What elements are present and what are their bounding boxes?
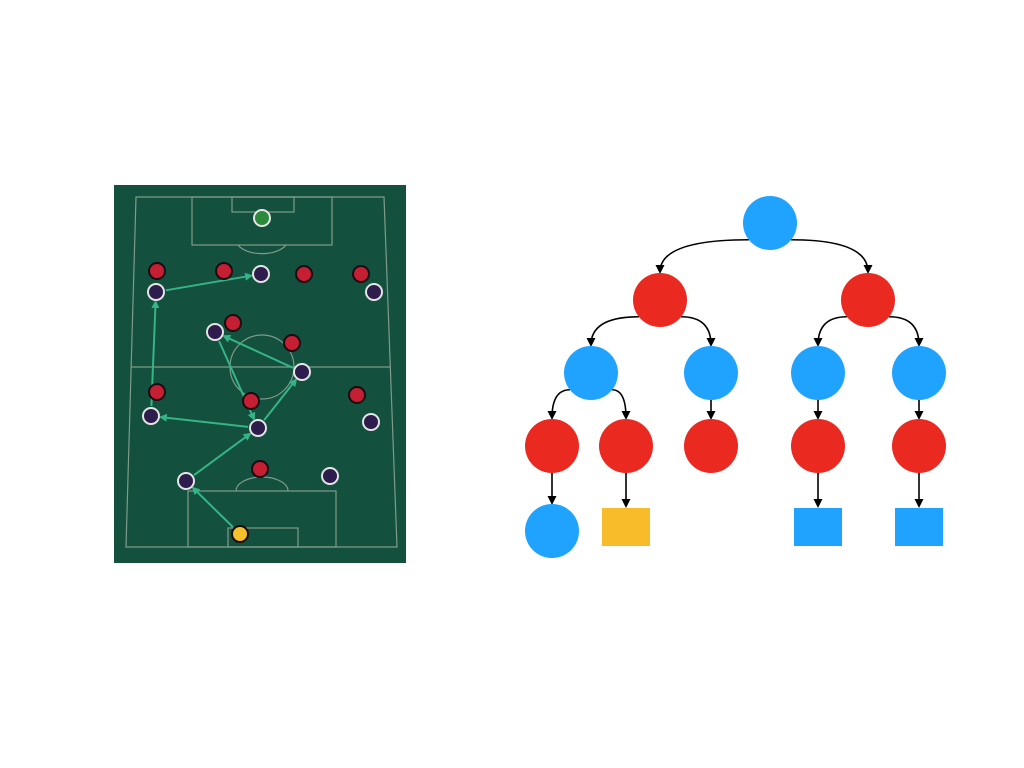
football-pitch-diagram — [114, 185, 406, 563]
pass-arrow — [263, 378, 298, 421]
tree-edge-arrow — [813, 315, 847, 347]
tree-node-circle-icon — [633, 273, 687, 327]
tree-edge-arrow — [586, 315, 639, 347]
player-marker-icon — [142, 407, 160, 425]
player-marker-icon — [224, 314, 242, 332]
tree-edge-arrow — [655, 238, 749, 274]
player-marker-icon — [177, 472, 195, 490]
tree-node-circle-icon — [684, 346, 738, 400]
player-marker-icon — [251, 460, 269, 478]
pitch-canvas — [114, 185, 406, 563]
pitch-background — [114, 185, 406, 563]
tree-leaf-square-icon — [895, 508, 943, 546]
player-marker-icon — [253, 209, 271, 227]
tree-node-circle-icon — [841, 273, 895, 327]
pass-arrow — [222, 335, 294, 369]
tree-node-circle-icon — [525, 504, 579, 558]
tree-node-circle-icon — [892, 419, 946, 473]
tree-node-circle-icon — [791, 419, 845, 473]
top-penalty-arc — [237, 244, 287, 255]
tree-node-circle-icon — [684, 419, 738, 473]
tree-leaf-square-icon — [794, 508, 842, 546]
tree-node-circle-icon — [743, 196, 797, 250]
players — [142, 209, 383, 543]
tree-node-circle-icon — [892, 346, 946, 400]
tree-edge-arrow — [681, 315, 716, 347]
tree-edge-arrow — [547, 388, 570, 420]
player-marker-icon — [295, 265, 313, 283]
tree-edge-arrow — [791, 238, 873, 274]
tree-leaf-square-icon — [602, 508, 650, 546]
tree-node-circle-icon — [525, 419, 579, 473]
player-marker-icon — [242, 392, 260, 410]
player-marker-icon — [252, 265, 270, 283]
player-marker-icon — [321, 467, 339, 485]
player-marker-icon — [249, 419, 267, 437]
tree-edge-arrow — [889, 315, 924, 347]
pass-arrow — [165, 272, 254, 292]
player-marker-icon — [293, 363, 311, 381]
player-marker-icon — [362, 413, 380, 431]
bottom-goal-area — [227, 527, 299, 548]
binary-tree-diagram — [500, 180, 980, 580]
player-marker-icon — [148, 262, 166, 280]
pass-arrow — [191, 486, 234, 528]
pass-arrow — [158, 413, 249, 428]
player-marker-icon — [231, 525, 249, 543]
tree-node-circle-icon — [599, 419, 653, 473]
player-marker-icon — [365, 283, 383, 301]
player-marker-icon — [148, 383, 166, 401]
tree-edges — [547, 238, 924, 508]
tree-edge-arrow — [611, 388, 631, 420]
player-marker-icon — [352, 265, 370, 283]
tree-nodes — [525, 196, 946, 558]
pass-arrow — [193, 432, 252, 476]
player-marker-icon — [147, 283, 165, 301]
player-marker-icon — [348, 386, 366, 404]
tree-node-circle-icon — [564, 346, 618, 400]
player-marker-icon — [215, 262, 233, 280]
player-marker-icon — [206, 323, 224, 341]
tree-node-circle-icon — [791, 346, 845, 400]
player-marker-icon — [283, 334, 301, 352]
tree-canvas — [525, 196, 946, 558]
